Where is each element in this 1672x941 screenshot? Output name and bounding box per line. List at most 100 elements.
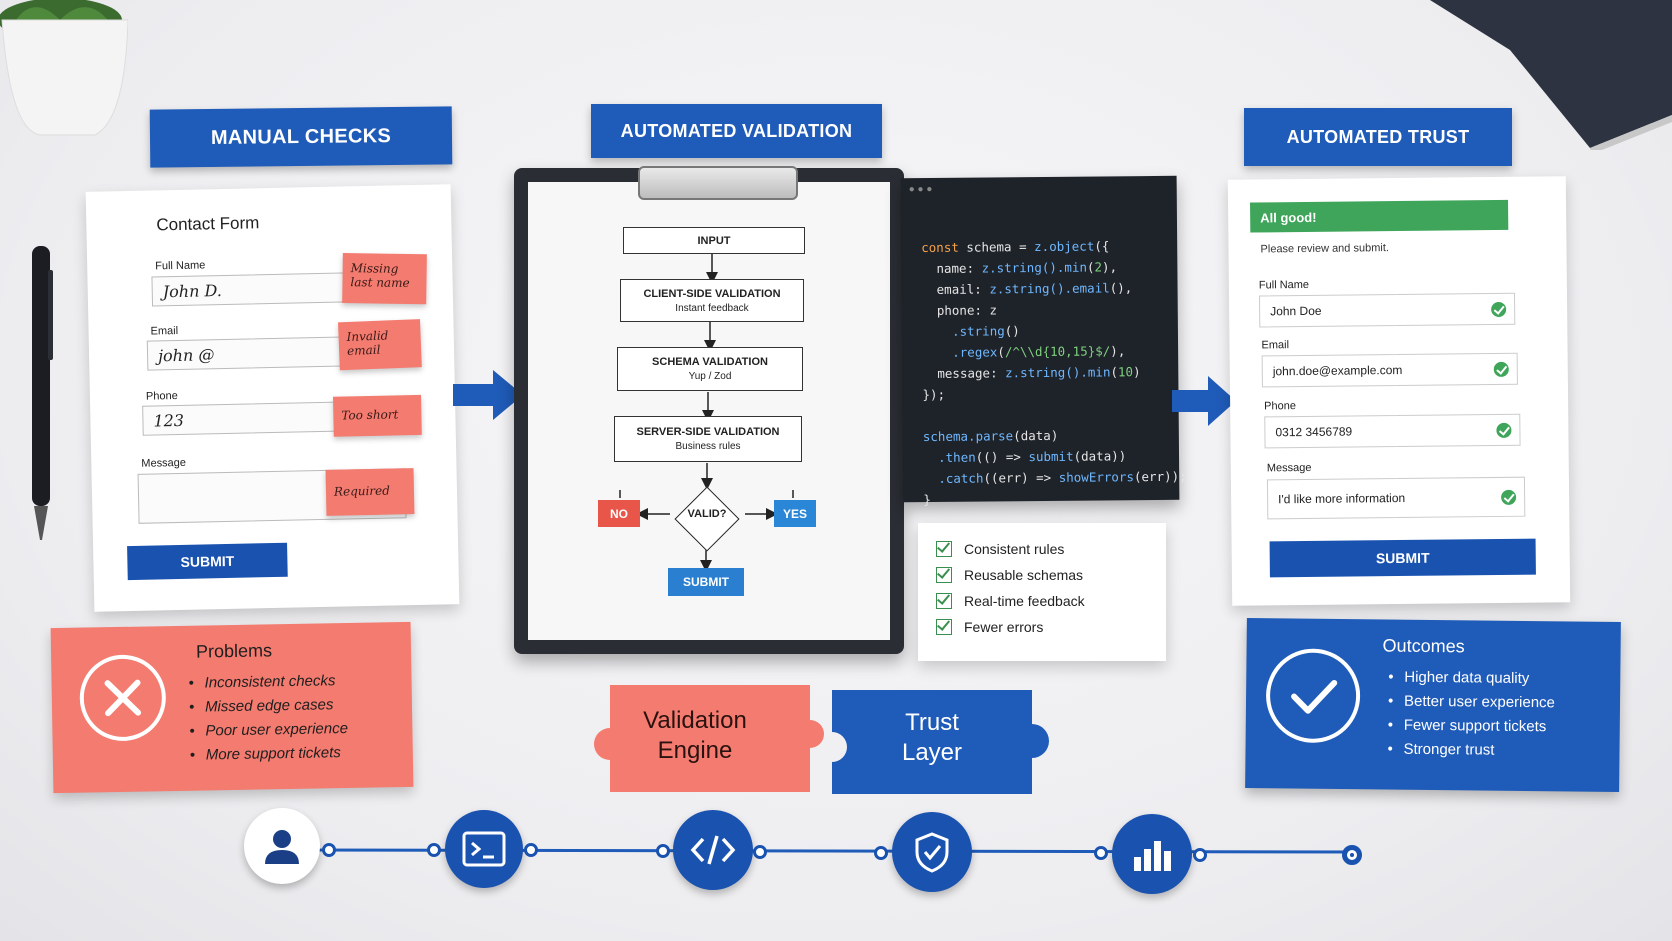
checkbox-icon <box>936 567 952 583</box>
flow-schema-title: SCHEMA VALIDATION <box>652 356 768 368</box>
flow-client-title: CLIENT-SIDE VALIDATION <box>643 287 781 300</box>
field-label-email: Email <box>150 324 179 338</box>
trust-submit-button[interactable]: SUBMIT <box>1269 538 1536 578</box>
trust-layer-piece <box>832 690 1049 794</box>
manual-submit-button[interactable]: SUBMIT <box>127 542 288 581</box>
benefit-item: Fewer errors <box>936 614 1166 640</box>
flow-input-label: INPUT <box>697 234 731 247</box>
note-invalid-email: Invalid email <box>338 319 422 371</box>
flow-client-sub: Instant feedback <box>675 302 749 314</box>
list-item: More support tickets <box>188 741 349 768</box>
terminal-icon <box>445 810 523 888</box>
notebook <box>1430 0 1672 154</box>
trust-name-value: John Doe <box>1270 303 1322 319</box>
list-item: Poor user experience <box>187 717 348 744</box>
flowchart-connectors <box>619 254 794 572</box>
flow-server-box: SERVER-SIDE VALIDATION Business rules <box>614 416 802 462</box>
outcomes-card: Outcomes Higher data quality Better user… <box>1245 618 1621 792</box>
trust-label-email: Email <box>1261 339 1290 352</box>
check-circle-icon <box>1501 489 1517 505</box>
code-line: message: z.string().min(10) <box>922 364 1141 382</box>
problems-list: Inconsistent checks Missed edge cases Po… <box>186 669 348 768</box>
code-panel: ● ● ● const schema = z.object({ name: z.… <box>900 175 1187 507</box>
trust-form: All good! Please review and submit. Full… <box>1227 176 1571 606</box>
flow-schema-box: SCHEMA VALIDATION Yup / Zod <box>617 347 803 391</box>
timeline-dot <box>524 843 538 857</box>
trust-email-value: john.doe@example.com <box>1272 362 1403 379</box>
user-icon <box>244 808 320 884</box>
arrow-right-icon <box>1172 376 1238 426</box>
code-line: }); <box>922 386 946 403</box>
timeline-end-dot <box>1342 845 1362 865</box>
flow-no-badge: NO <box>598 500 640 527</box>
flow-schema-sub: Yup / Zod <box>688 371 732 382</box>
flow-input-box: INPUT <box>623 227 805 254</box>
trust-label-name: Full Name <box>1258 278 1310 292</box>
list-item: Better user experience <box>1386 690 1555 716</box>
full-name-field[interactable]: John D. <box>151 271 373 307</box>
email-field[interactable]: john @ <box>146 336 368 371</box>
benefit-item: Real-time feedback <box>936 588 1166 614</box>
outcomes-title: Outcomes <box>1382 635 1465 657</box>
validation-engine-piece <box>594 685 824 792</box>
benefit-item: Consistent rules <box>936 536 1166 562</box>
phone-field[interactable]: 123 <box>142 401 363 436</box>
code-line: .regex(/^\\d{10,15}$/), <box>952 343 1126 360</box>
flow-decision-label: VALID? <box>687 508 727 520</box>
note-too-short: Too short <box>332 394 422 437</box>
list-item: Stronger trust <box>1385 738 1554 764</box>
pen <box>24 240 58 545</box>
timeline-dot <box>874 846 888 860</box>
flow-client-box: CLIENT-SIDE VALIDATION Instant feedback <box>620 279 804 322</box>
list-item: Missed edge cases <box>187 693 348 720</box>
check-circle-icon <box>1265 648 1361 744</box>
email-value: john @ <box>157 345 215 366</box>
flow-submit-button[interactable]: SUBMIT <box>668 568 744 596</box>
trust-email-field[interactable]: john.doe@example.com <box>1261 352 1518 388</box>
code-line: email: z.string().email(), <box>921 280 1133 298</box>
timeline-dot <box>322 843 336 857</box>
problems-card: Problems Inconsistent checks Missed edge… <box>50 621 414 794</box>
success-banner: All good! <box>1250 199 1509 233</box>
code-line: } <box>923 491 931 508</box>
benefits-card: Consistent rules Reusable schemas Real-t… <box>918 523 1166 661</box>
code-icon <box>673 810 753 890</box>
check-circle-icon <box>1496 422 1512 438</box>
code-line: .catch((err) => showErrors(err)); <box>938 468 1187 486</box>
list-item: Inconsistent checks <box>186 669 347 696</box>
window-dots: ● ● ● <box>908 183 933 196</box>
note-required: Required <box>325 468 415 516</box>
plant-icon <box>0 0 129 136</box>
trust-message-field[interactable]: I'd like more information <box>1266 476 1526 520</box>
code-line: phone: z <box>921 302 998 319</box>
bar-chart-icon <box>1112 814 1192 894</box>
field-label-phone: Phone <box>145 389 178 403</box>
phone-value: 123 <box>153 410 185 431</box>
trust-name-field[interactable]: John Doe <box>1258 292 1516 328</box>
code-line: name: z.string().min(2), <box>921 259 1118 277</box>
automated-trust-header: AUTOMATED TRUST <box>1244 108 1512 166</box>
form-title: Contact Form <box>156 213 260 235</box>
close-icon <box>79 654 167 742</box>
pen-icon <box>32 246 53 540</box>
code-line: const schema = z.object({ <box>921 238 1110 256</box>
validation-engine-label: Validation Engine <box>643 707 747 764</box>
trust-phone-field[interactable]: 0312 3456789 <box>1264 413 1521 449</box>
field-label-message: Message <box>141 456 187 470</box>
note-missing-last-name: Missing last name <box>342 253 427 305</box>
arrow-right-icon <box>453 370 525 420</box>
plant-pot <box>0 0 129 140</box>
manual-contact-form: Contact Form Full Name John D. Missing l… <box>85 184 460 612</box>
notebook-icon <box>1430 0 1672 154</box>
timeline-dot <box>427 843 441 857</box>
timeline-dot <box>656 844 670 858</box>
trust-label-phone: Phone <box>1264 400 1297 413</box>
flow-server-sub: Business rules <box>675 441 741 452</box>
timeline-dot <box>1094 846 1108 860</box>
list-item: Higher data quality <box>1386 666 1555 692</box>
code-block: const schema = z.object({ name: z.string… <box>921 214 1187 510</box>
outcomes-list: Higher data quality Better user experien… <box>1385 666 1555 764</box>
check-circle-icon <box>1493 361 1509 377</box>
clipboard-clip <box>638 166 798 200</box>
list-item: Fewer support tickets <box>1386 714 1555 740</box>
